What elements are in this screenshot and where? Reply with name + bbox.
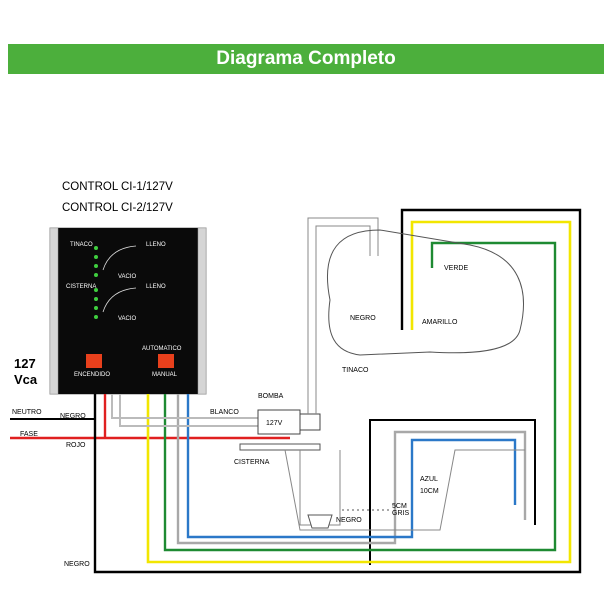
panel-tinaco-label: TINACO: [70, 242, 93, 248]
blanco-label: BLANCO: [210, 409, 239, 416]
verde-label: VERDE: [444, 265, 468, 272]
blanco-wire-2: [119, 394, 258, 427]
azul-label: AZUL: [420, 476, 438, 483]
neutro-label: NEUTRO: [12, 409, 42, 416]
verde-wire: [163, 241, 557, 552]
fase-label: FASE: [20, 431, 38, 438]
voltage-unit: Vca: [14, 372, 38, 387]
negro-cistern-wire: [369, 419, 536, 565]
voltage-value: 127: [14, 356, 36, 371]
cisterna-label: CISTERNA: [234, 459, 270, 466]
amarillo-wire: [146, 220, 572, 564]
level-curve-tinaco: [102, 245, 137, 271]
control-label-1: CONTROL CI-1/127V: [62, 181, 173, 193]
panel-lleno-label-1: LLENO: [146, 242, 166, 248]
manual-button[interactable]: [158, 354, 174, 368]
negro-label-1: NEGRO: [60, 413, 86, 420]
tinaco-label: TINACO: [342, 367, 369, 374]
control-label-2: CONTROL CI-2/127V: [62, 202, 173, 214]
foot-valve: [307, 514, 333, 529]
diagram-title: Diagrama Completo: [216, 48, 396, 69]
negro-loop-wire: [93, 208, 582, 574]
negro-bottom-label: NEGRO: [64, 561, 90, 568]
led-6: [94, 297, 98, 301]
control-box: [49, 227, 207, 395]
panel-vacio-label-1: VACIO: [118, 274, 137, 280]
pipe-inner: [315, 225, 371, 414]
gris-wire: [176, 394, 527, 545]
led-5: [94, 288, 98, 292]
led-1: [94, 246, 98, 250]
led-7: [94, 306, 98, 310]
blanco-wire-1: [111, 394, 258, 419]
bomba-label: BOMBA: [258, 393, 284, 400]
cisterna-tank: [284, 449, 525, 531]
title-banner: Diagrama Completo: [8, 44, 604, 74]
rojo-label: ROJO: [66, 442, 86, 449]
encendido-button[interactable]: [86, 354, 102, 368]
led-8: [94, 315, 98, 319]
negro-cistern-label: NEGRO: [336, 517, 362, 524]
manual-label: MANUAL: [152, 372, 178, 378]
level-leds: [94, 246, 98, 319]
led-4: [94, 273, 98, 277]
panel-cisterna-label: CISTERNA: [66, 284, 96, 290]
bomba-pump: [239, 409, 321, 451]
panel-vacio-label-2: VACIO: [118, 316, 137, 322]
azul-wire: [186, 394, 517, 539]
level-curve-cisterna: [102, 287, 137, 313]
cistern-pipe: [299, 450, 341, 526]
negro-tank-label: NEGRO: [350, 315, 376, 322]
gris-label: GRIS: [392, 510, 409, 517]
tinaco-tank: [326, 229, 524, 356]
encendido-label: ENCENDIDO: [74, 372, 110, 378]
led-3: [94, 264, 98, 268]
10cm-label: 10CM: [420, 488, 439, 495]
amarillo-label: AMARILLO: [422, 319, 458, 326]
pipe-outer: [307, 217, 379, 414]
panel-lleno-label-2: LLENO: [146, 284, 166, 290]
led-2: [94, 255, 98, 259]
bomba-voltage-label: 127V: [266, 420, 283, 427]
scm-label: 5CM: [392, 503, 407, 510]
panel-automatico-label: AUTOMATICO: [142, 346, 182, 352]
